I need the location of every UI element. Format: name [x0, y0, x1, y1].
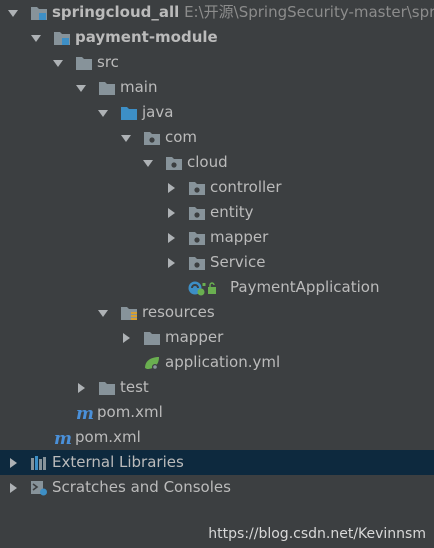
chevron-down-icon[interactable]: [7, 0, 19, 25]
chevron-right-icon[interactable]: [165, 200, 177, 225]
node-label: pom.xml: [97, 403, 163, 421]
chevron-down-icon[interactable]: [97, 300, 109, 325]
node-label: main: [120, 78, 158, 96]
source-root-folder-icon: [120, 104, 138, 121]
node-label: PaymentApplication: [230, 278, 380, 296]
node-label: entity: [210, 203, 254, 221]
tree-node-payment-module[interactable]: payment-module: [0, 25, 434, 50]
tree-node-main[interactable]: main: [0, 75, 434, 100]
package-icon: [143, 129, 161, 146]
node-label: application.yml: [165, 353, 281, 371]
tree-node-root-pom[interactable]: pom.xml: [0, 425, 434, 450]
chevron-down-icon[interactable]: [75, 75, 87, 100]
chevron-right-icon[interactable]: [165, 175, 177, 200]
tree-node-controller[interactable]: controller: [0, 175, 434, 200]
chevron-down-icon[interactable]: [120, 125, 132, 150]
tree-node-java[interactable]: java: [0, 100, 434, 125]
project-tree: springcloud_all E:\开源\SpringSecurity-mas…: [0, 0, 434, 500]
chevron-down-icon[interactable]: [142, 150, 154, 175]
chevron-right-icon[interactable]: [120, 325, 132, 350]
node-label: mapper: [165, 328, 224, 346]
package-icon: [188, 179, 206, 196]
module-folder-icon: [30, 4, 48, 21]
libraries-icon: [30, 454, 48, 471]
tree-node-mapper[interactable]: mapper: [0, 225, 434, 250]
tree-node-external-libraries[interactable]: External Libraries: [0, 450, 434, 475]
node-label: resources: [142, 303, 215, 321]
tree-node-scratches[interactable]: Scratches and Consoles: [0, 475, 434, 500]
tree-node-module-pom[interactable]: pom.xml: [0, 400, 434, 425]
package-icon: [188, 204, 206, 221]
chevron-down-icon[interactable]: [52, 50, 64, 75]
lock-icon: [206, 279, 218, 296]
node-label: External Libraries: [52, 453, 184, 471]
maven-icon: [53, 429, 71, 446]
node-label: payment-module: [75, 28, 218, 46]
tree-node-springcloud-all[interactable]: springcloud_all E:\开源\SpringSecurity-mas…: [0, 0, 434, 25]
node-label: cloud: [187, 153, 228, 171]
tree-node-src[interactable]: src: [0, 50, 434, 75]
node-label: test: [120, 378, 149, 396]
chevron-right-icon[interactable]: [75, 375, 87, 400]
folder-icon: [143, 329, 161, 346]
module-folder-icon: [53, 29, 71, 46]
chevron-right-icon[interactable]: [165, 250, 177, 275]
chevron-down-icon[interactable]: [97, 100, 109, 125]
package-icon: [188, 254, 206, 271]
watermark: https://blog.csdn.net/Kevinnsm: [208, 526, 426, 542]
node-label: controller: [210, 178, 282, 196]
node-path: E:\开源\SpringSecurity-master\spring: [184, 3, 434, 21]
tree-node-application-yml[interactable]: application.yml: [0, 350, 434, 375]
chevron-right-icon[interactable]: [7, 450, 19, 475]
spring-yml-icon: [143, 354, 161, 371]
tree-node-resources[interactable]: resources: [0, 300, 434, 325]
node-label: Scratches and Consoles: [52, 478, 231, 496]
chevron-right-icon[interactable]: [165, 225, 177, 250]
tree-node-payment-application[interactable]: PaymentApplication: [0, 275, 434, 300]
folder-icon: [98, 79, 116, 96]
node-label: pom.xml: [75, 428, 141, 446]
tree-node-com[interactable]: com: [0, 125, 434, 150]
tree-node-service[interactable]: Service: [0, 250, 434, 275]
node-label: com: [165, 128, 198, 146]
package-icon: [188, 229, 206, 246]
maven-icon: [75, 404, 93, 421]
spring-boot-class-icon: [188, 279, 206, 296]
node-label: springcloud_all: [52, 3, 180, 21]
node-label: mapper: [210, 228, 269, 246]
node-label: java: [142, 103, 174, 121]
tree-node-cloud[interactable]: cloud: [0, 150, 434, 175]
resources-folder-icon: [120, 304, 138, 321]
package-icon: [165, 154, 183, 171]
folder-icon: [75, 54, 93, 71]
node-label: src: [97, 53, 119, 71]
tree-node-test[interactable]: test: [0, 375, 434, 400]
chevron-right-icon[interactable]: [7, 475, 19, 500]
scratches-icon: [30, 479, 48, 496]
chevron-down-icon[interactable]: [30, 25, 42, 50]
tree-node-resources-mapper[interactable]: mapper: [0, 325, 434, 350]
node-label: Service: [210, 253, 266, 271]
folder-icon: [98, 379, 116, 396]
tree-node-entity[interactable]: entity: [0, 200, 434, 225]
